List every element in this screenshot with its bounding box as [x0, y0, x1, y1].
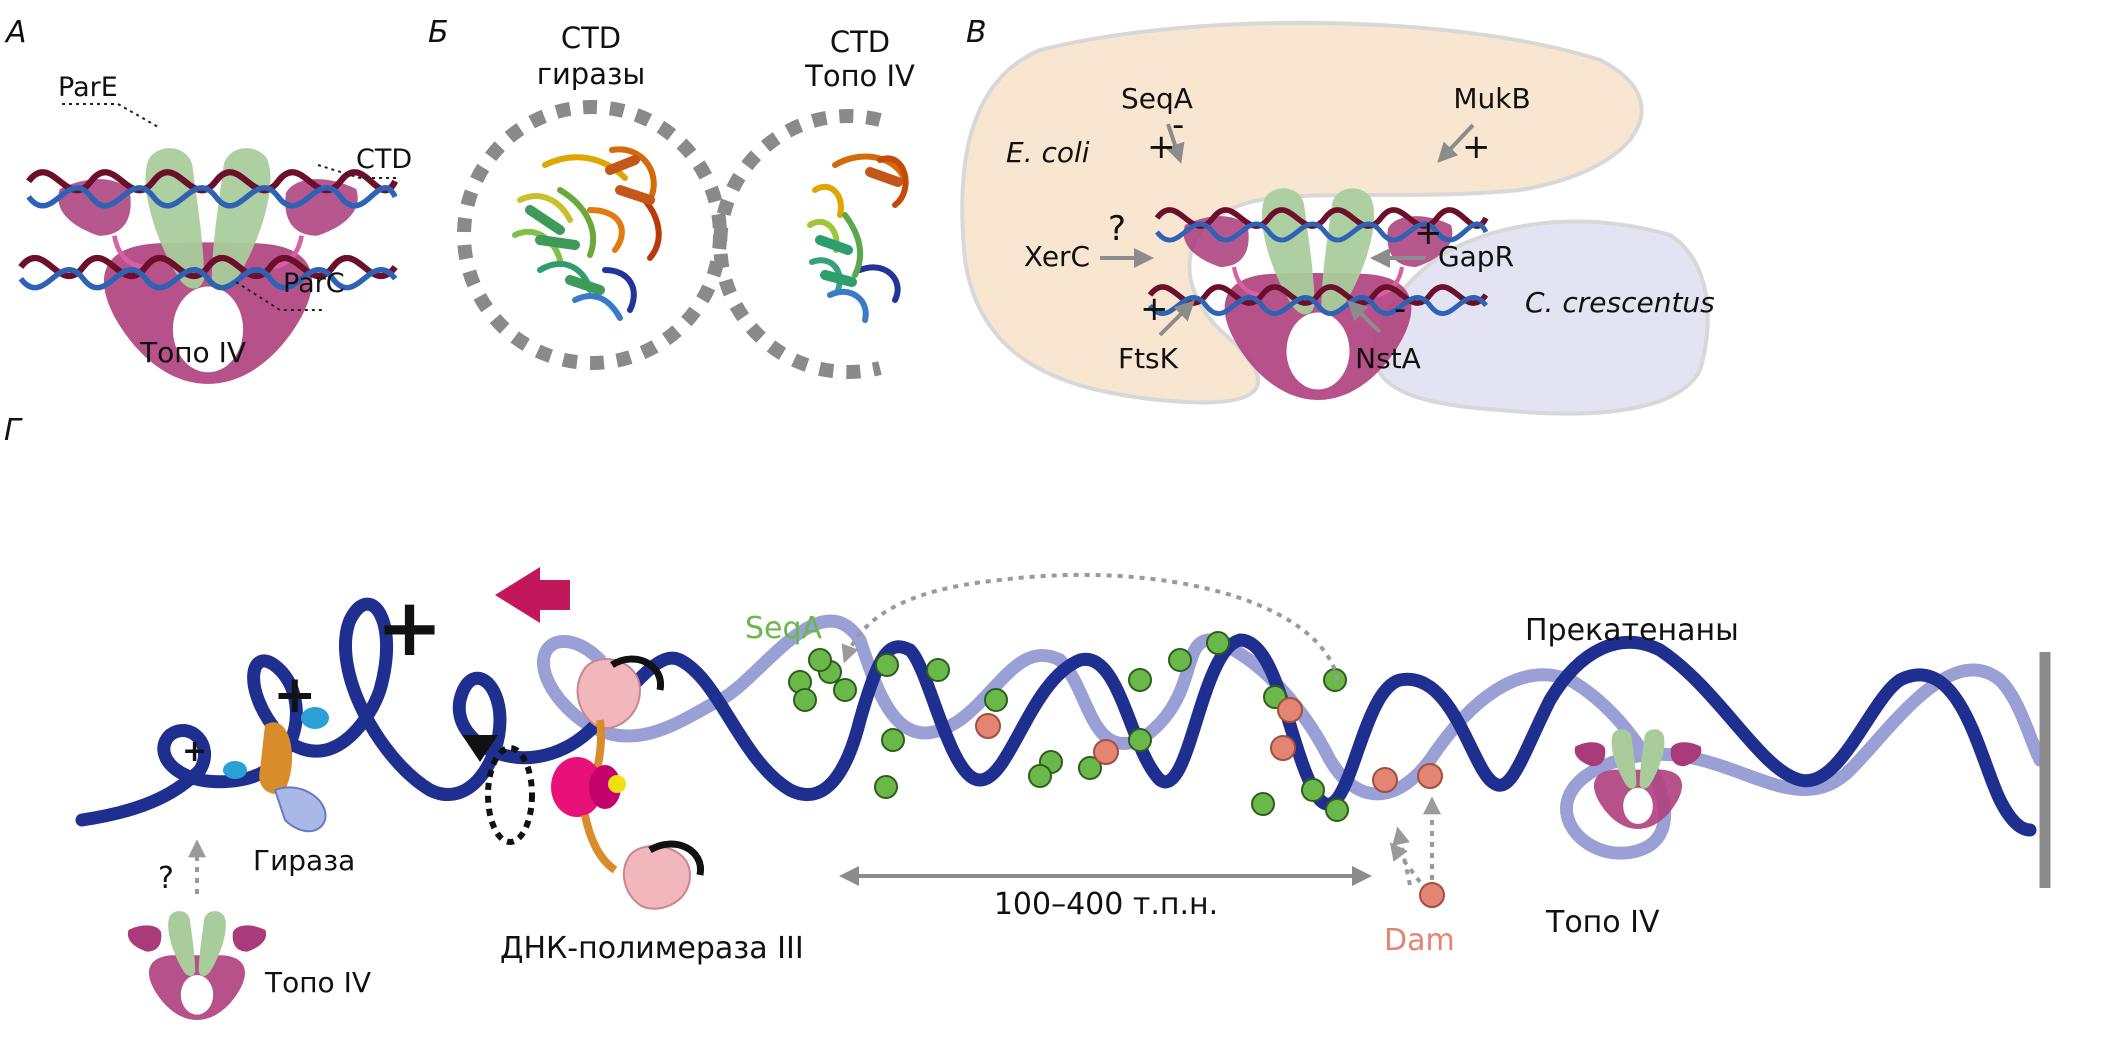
replication-fork-marker — [485, 745, 535, 845]
seqa-factor: SeqA — [1121, 82, 1193, 115]
topo-iv-small-left — [127, 911, 267, 1020]
ecoli-label: E. coli — [1006, 136, 1090, 169]
panel-a: А ParE CTD ParC Топо IV — [4, 15, 412, 384]
topo-ctd-structure — [807, 153, 909, 323]
nsta-arrow — [1347, 300, 1382, 334]
topo-iv-caption-a: Топо IV — [139, 336, 246, 369]
xerc-factor: XerC — [1024, 240, 1090, 273]
topo-iv-small-right — [1574, 729, 1702, 829]
distance-label: 100–400 т.п.н. — [994, 887, 1218, 922]
nsta-factor: NstA — [1355, 342, 1421, 375]
topo-iv-label-bottom-left: Топо IV — [264, 966, 371, 999]
mukb-arrow — [1437, 123, 1475, 163]
gyrase-enzyme — [223, 707, 329, 833]
xerc-question: ? — [1108, 209, 1126, 249]
ccrescentus-label: C. crescentus — [1525, 286, 1715, 319]
panel-b-letter: Б — [428, 15, 449, 50]
parc-label: ParC — [283, 268, 345, 299]
ftsk-factor: FtsK — [1118, 342, 1179, 375]
topo-iv-label-right: Топо IV — [1545, 905, 1660, 940]
small-supercoil-plus: + — [182, 734, 207, 769]
ctd-gyrase-line1: CTD — [561, 21, 621, 55]
gyrase-label: Гираза — [253, 844, 355, 877]
topo-question-mark: ? — [158, 861, 174, 896]
big-supercoil-plus: + — [376, 581, 443, 674]
dam-arrow-2 — [1389, 842, 1422, 884]
precatenanes-label: Прекатенаны — [1525, 613, 1739, 648]
dna-pol-iii-label: ДНК-полимераза III — [500, 931, 804, 966]
pare-label: ParE — [58, 72, 118, 103]
ctd-gyrase-line2: гиразы — [537, 57, 646, 91]
seqa-plus: + — [1147, 127, 1176, 167]
mukb-plus: + — [1462, 127, 1491, 167]
panel-v: В E. coli C. crescentus SeqA MukB XerC F… — [960, 15, 1715, 416]
ctd-topo-line1: CTD — [830, 25, 890, 59]
seqa-minus: - — [1172, 105, 1184, 145]
ftsk-arrow — [1158, 300, 1195, 337]
ftsk-plus: + — [1140, 289, 1169, 329]
nsta-minus: - — [1394, 289, 1406, 329]
gapr-plus: + — [1414, 213, 1443, 253]
panel-g-letter: Г — [4, 413, 23, 448]
panel-v-letter: В — [966, 15, 987, 50]
gyrase-ctd-structure — [512, 146, 662, 321]
seqa-sequestration-arrow — [841, 572, 1340, 681]
panel-a-letter: А — [4, 15, 27, 50]
fork-direction-arrow — [495, 567, 570, 623]
dam-arrow-3 — [1392, 826, 1412, 886]
panel-g: Г + + + Гираза ? То — [4, 413, 2051, 1020]
gapr-factor: GapR — [1438, 240, 1514, 273]
ctd-label-a: CTD — [356, 144, 412, 175]
mukb-factor: MukB — [1453, 82, 1530, 115]
ctd-leader — [317, 164, 398, 179]
fork-pointer-triangle — [462, 735, 498, 762]
seqa-markers — [788, 631, 1349, 822]
dam-markers — [975, 697, 1445, 908]
seqa-arrow — [1165, 123, 1185, 164]
dna-polymerase-iii — [551, 655, 704, 910]
pare-leader — [62, 103, 161, 129]
ctd-topo-line2: Топо IV — [804, 59, 915, 93]
dam-label: Dam — [1384, 923, 1455, 958]
panel-b: Б CTD гиразы CTD Топо IV — [428, 15, 915, 379]
seqa-label-g: SeqA — [745, 611, 823, 646]
